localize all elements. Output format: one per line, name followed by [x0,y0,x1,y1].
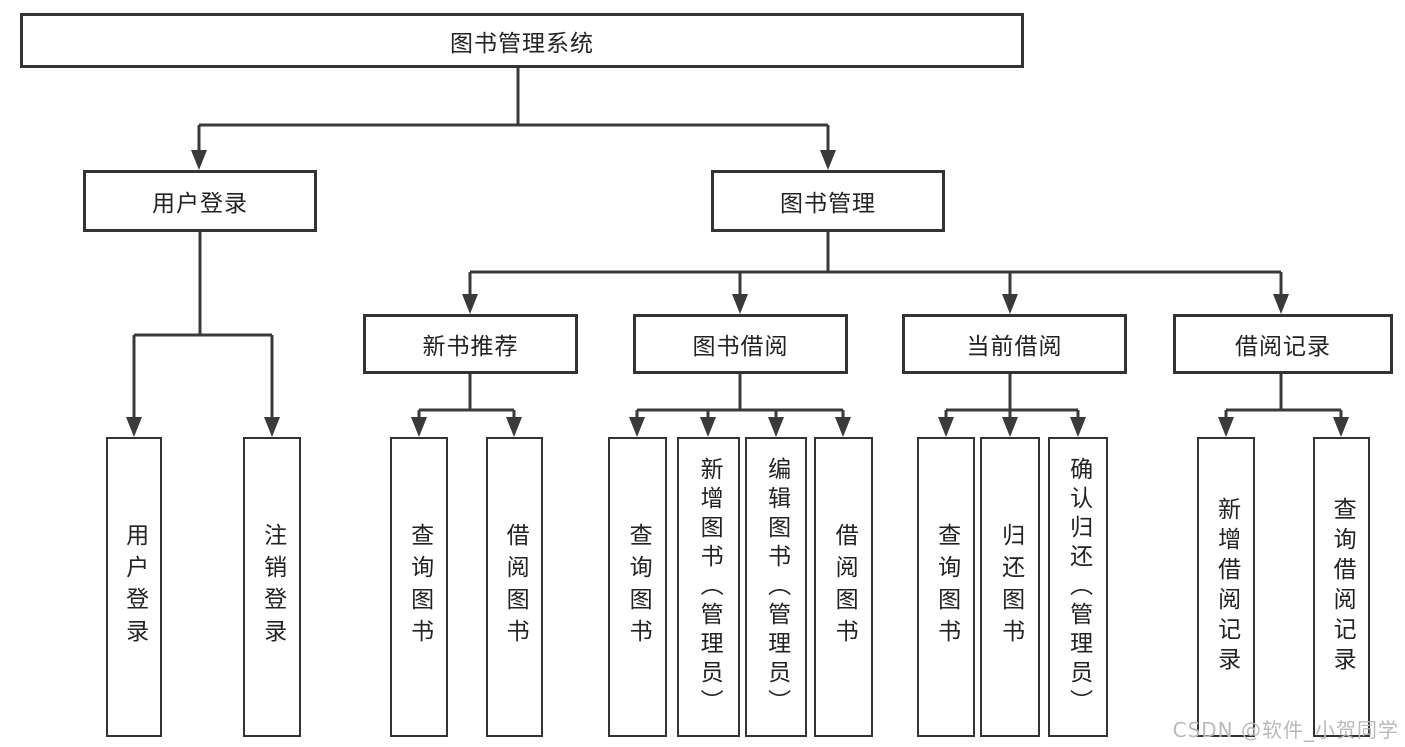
leaf-borrowing-query-books: 查询图书 [608,437,667,737]
arrowhead-icon [1218,417,1234,437]
csdn-watermark: CSDN @软件_小贺同学 [1172,718,1399,742]
leaf-recommend-query-books: 查询图书 [390,437,448,737]
arrowhead-icon [126,417,142,437]
connector-line [1224,374,1343,421]
node-book-management: 图书管理 [711,170,945,232]
leaf-current-query-books: 查询图书 [917,437,975,737]
connector-line [635,374,845,421]
arrowhead-icon [1273,294,1289,314]
arrowhead-icon [1070,417,1086,437]
arrowhead-icon [768,417,784,437]
arrowhead-icon [462,294,478,314]
leaf-records-query-record: 查询借阅记录 [1313,437,1370,737]
connector-line [132,232,274,421]
leaf-borrowing-add-books-admin: 新增图书（管理员） [677,437,740,737]
connector-line [468,232,1283,297]
node-user-login: 用户登录 [83,170,317,232]
arrowhead-icon [1002,294,1018,314]
node-new-book-recommend: 新书推荐 [363,314,578,374]
arrowhead-icon [191,150,207,170]
connector-line [417,374,516,421]
arrowhead-icon [411,417,427,437]
arrowhead-icon [506,417,522,437]
leaf-logout: 注销登录 [243,437,301,737]
arrowhead-icon [820,150,836,170]
node-root-system: 图书管理系统 [20,13,1024,68]
node-current-borrowing: 当前借阅 [902,314,1127,374]
arrowhead-icon [1002,417,1018,437]
leaf-current-return-books: 归还图书 [980,437,1040,737]
arrowhead-icon [264,417,280,437]
node-borrow-records: 借阅记录 [1173,314,1393,374]
leaf-borrowing-borrow-books: 借阅图书 [814,437,873,737]
leaf-user-login: 用户登录 [106,437,162,737]
leaf-recommend-borrow-books: 借阅图书 [486,437,543,737]
arrowhead-icon [629,417,645,437]
arrowhead-icon [1333,417,1349,437]
leaf-current-confirm-return-admin: 确认归还（管理员） [1048,437,1108,737]
arrowhead-icon [835,417,851,437]
connector-line [944,374,1080,421]
leaf-records-add-record: 新增借阅记录 [1197,437,1255,737]
arrowhead-icon [732,294,748,314]
arrowhead-icon [700,417,716,437]
leaf-borrowing-edit-books-admin: 编辑图书（管理员） [745,437,807,737]
node-book-borrowing: 图书借阅 [633,314,848,374]
arrowhead-icon [938,417,954,437]
connector-line [197,68,830,153]
